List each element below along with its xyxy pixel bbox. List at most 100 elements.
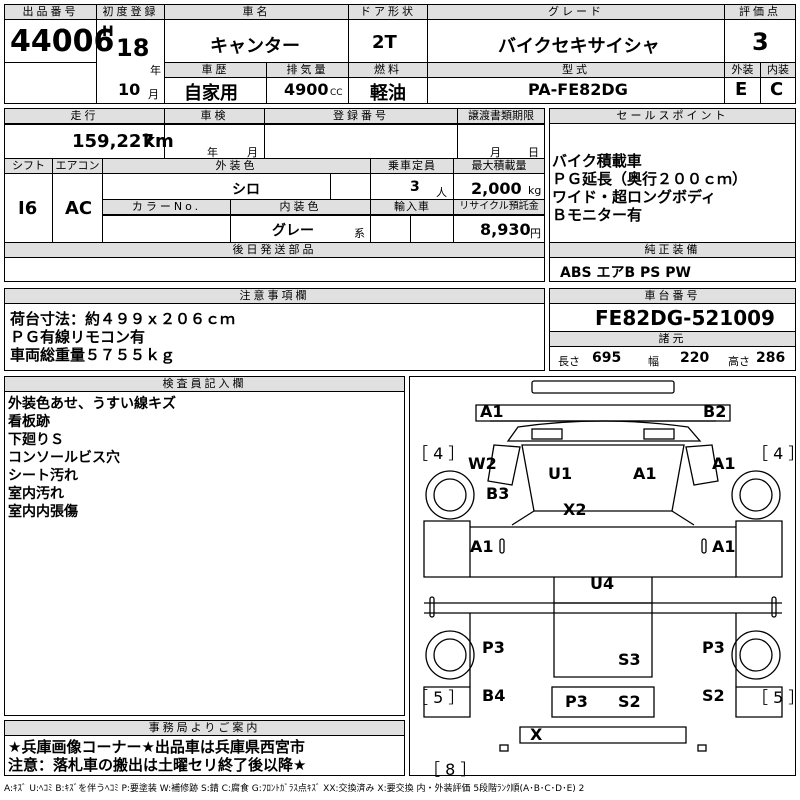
inspector-box <box>4 376 405 716</box>
history: 自家用 <box>184 83 238 104</box>
truck-outline-icon <box>423 380 783 752</box>
code-w2: W2 <box>468 454 497 473</box>
code-s2-right: S2 <box>702 686 725 705</box>
model-code: PA-FE82DG <box>528 80 628 99</box>
vehicle-info-grid <box>4 108 545 282</box>
legend-text: A:ｷｽﾞ U:ﾍｺﾐ B:ｷｽﾞを伴うﾍｺﾐ P:要塗装 W:補修跡 S:錆 … <box>4 784 585 794</box>
door-label: ドア形状 <box>349 5 427 20</box>
car-name-label: 車名 <box>165 5 348 20</box>
capacity-label: 乗車定員 <box>371 159 453 174</box>
max-load: 2,000 <box>471 179 522 198</box>
lot-label: 出品番号 <box>5 5 96 20</box>
chassis-box <box>549 288 796 371</box>
grade: バイクセキサイシャ <box>498 36 660 57</box>
code-x2: X2 <box>563 500 587 519</box>
recycle-fee: 8,930 <box>480 220 531 239</box>
plate-label: 登録番号 <box>265 109 457 124</box>
air-conditioner: AC <box>65 198 93 219</box>
mileage-label: 走行 <box>5 109 164 124</box>
inspection-year-unit: 年 <box>207 146 218 159</box>
car-name: キャンター <box>210 36 300 57</box>
mileage: 159,227 <box>72 131 154 152</box>
sales-line: ＰＧ延長（奥行２００ｃｍ） <box>552 170 748 188</box>
code-s3: S3 <box>618 650 641 669</box>
code-p3-right: P3 <box>702 638 725 657</box>
sales-point-box <box>549 108 796 282</box>
inspection-month-unit: 月 <box>247 146 258 159</box>
history-label: 車歴 <box>165 63 266 78</box>
import-label: 輸入車 <box>371 200 453 215</box>
inspector-line: 室内内張傷 <box>8 504 78 520</box>
transfer-month: 月 <box>490 146 501 159</box>
interior-color-label: 内装色 <box>231 200 370 215</box>
interior-color: グレー <box>272 223 314 239</box>
color-label: 外装色 <box>103 159 370 174</box>
spec-label: 諸元 <box>550 332 795 347</box>
length-label: 長さ <box>558 355 580 368</box>
code-p3-left: P3 <box>482 638 505 657</box>
length: 695 <box>592 350 622 366</box>
transfer-day: 日 <box>528 146 539 159</box>
code-x-rear: X <box>530 725 543 744</box>
cc-unit: CC <box>330 88 343 98</box>
equipment: ABS エアB PS PW <box>560 265 691 281</box>
damage-diagram <box>409 376 796 776</box>
recycle-label: リサイクル預託金 <box>454 200 544 215</box>
inspector-label: 検査員記入欄 <box>5 377 404 392</box>
note-line: ＰＧ有線リモコン有 <box>10 328 146 346</box>
code-a1-right-door: A1 <box>712 454 736 473</box>
code-u1: U1 <box>548 464 573 483</box>
yen-unit: 円 <box>530 227 541 240</box>
notes-box <box>4 288 545 371</box>
bracket-right-top: ［ 4 ］ <box>752 444 800 463</box>
kei-suffix: 系 <box>354 227 365 240</box>
bracket-bottom: ［ 8 ］ <box>424 760 477 779</box>
code-a1-right-side: A1 <box>712 537 736 556</box>
height: 286 <box>756 350 786 366</box>
inspection-label: 車検 <box>165 109 264 124</box>
bracket-right-bottom: ［ 5 ］ <box>752 688 800 707</box>
year-unit: 年 <box>150 64 161 77</box>
code-p3-rear: P3 <box>565 692 588 711</box>
sales-line: バイク積載車 <box>552 152 642 170</box>
shift: I6 <box>18 198 38 219</box>
notes-label: 注意事項欄 <box>5 289 544 304</box>
persons-unit: 人 <box>436 186 447 199</box>
score: 3 <box>752 28 769 56</box>
score-label: 評価点 <box>725 5 795 20</box>
displacement: 4900 <box>284 80 329 99</box>
code-s2-rear: S2 <box>618 692 641 711</box>
capacity: 3 <box>410 179 420 195</box>
model-label: 型式 <box>428 63 724 78</box>
chassis-label: 車台番号 <box>550 289 795 304</box>
inspector-line: コンソールビス穴 <box>8 450 120 466</box>
sales-line: ワイド・超ロングボディ <box>552 188 716 206</box>
office-line: 注意：落札車の搬出は土曜セリ終了後以降★ <box>8 756 307 774</box>
door-type: 2T <box>372 32 397 53</box>
max-load-label: 最大積載量 <box>454 159 544 174</box>
fuel: 軽油 <box>370 83 406 104</box>
era: H <box>102 24 114 40</box>
ac-label: エアコン <box>53 159 102 174</box>
exterior-grade-label: 外装 <box>725 63 760 78</box>
later-parts-label: 後日発送部品 <box>5 243 544 258</box>
office-notice-box <box>4 720 405 776</box>
kg-unit: kg <box>528 184 542 197</box>
displacement-label: 排気量 <box>267 63 348 78</box>
inspector-line: 下廻りＳ <box>8 432 64 448</box>
exterior-color: シロ <box>232 182 260 198</box>
grade-label: グレード <box>428 5 724 20</box>
code-b4: B4 <box>482 686 506 705</box>
width: 220 <box>680 350 710 366</box>
code-a1-front: A1 <box>480 402 504 421</box>
reg-year: 18 <box>116 34 150 62</box>
interior-grade: C <box>770 79 784 100</box>
color-no-label: カラーNo. <box>103 200 230 215</box>
sales-line: Ｂモニター有 <box>552 206 643 224</box>
height-label: 高さ <box>728 355 750 368</box>
code-b2-front: B2 <box>703 402 727 421</box>
interior-grade-label: 内装 <box>761 63 795 78</box>
reg-month: 10 <box>118 80 141 99</box>
first-reg-label: 初度登録 <box>97 5 164 20</box>
inspector-line: 室内汚れ <box>8 486 64 502</box>
